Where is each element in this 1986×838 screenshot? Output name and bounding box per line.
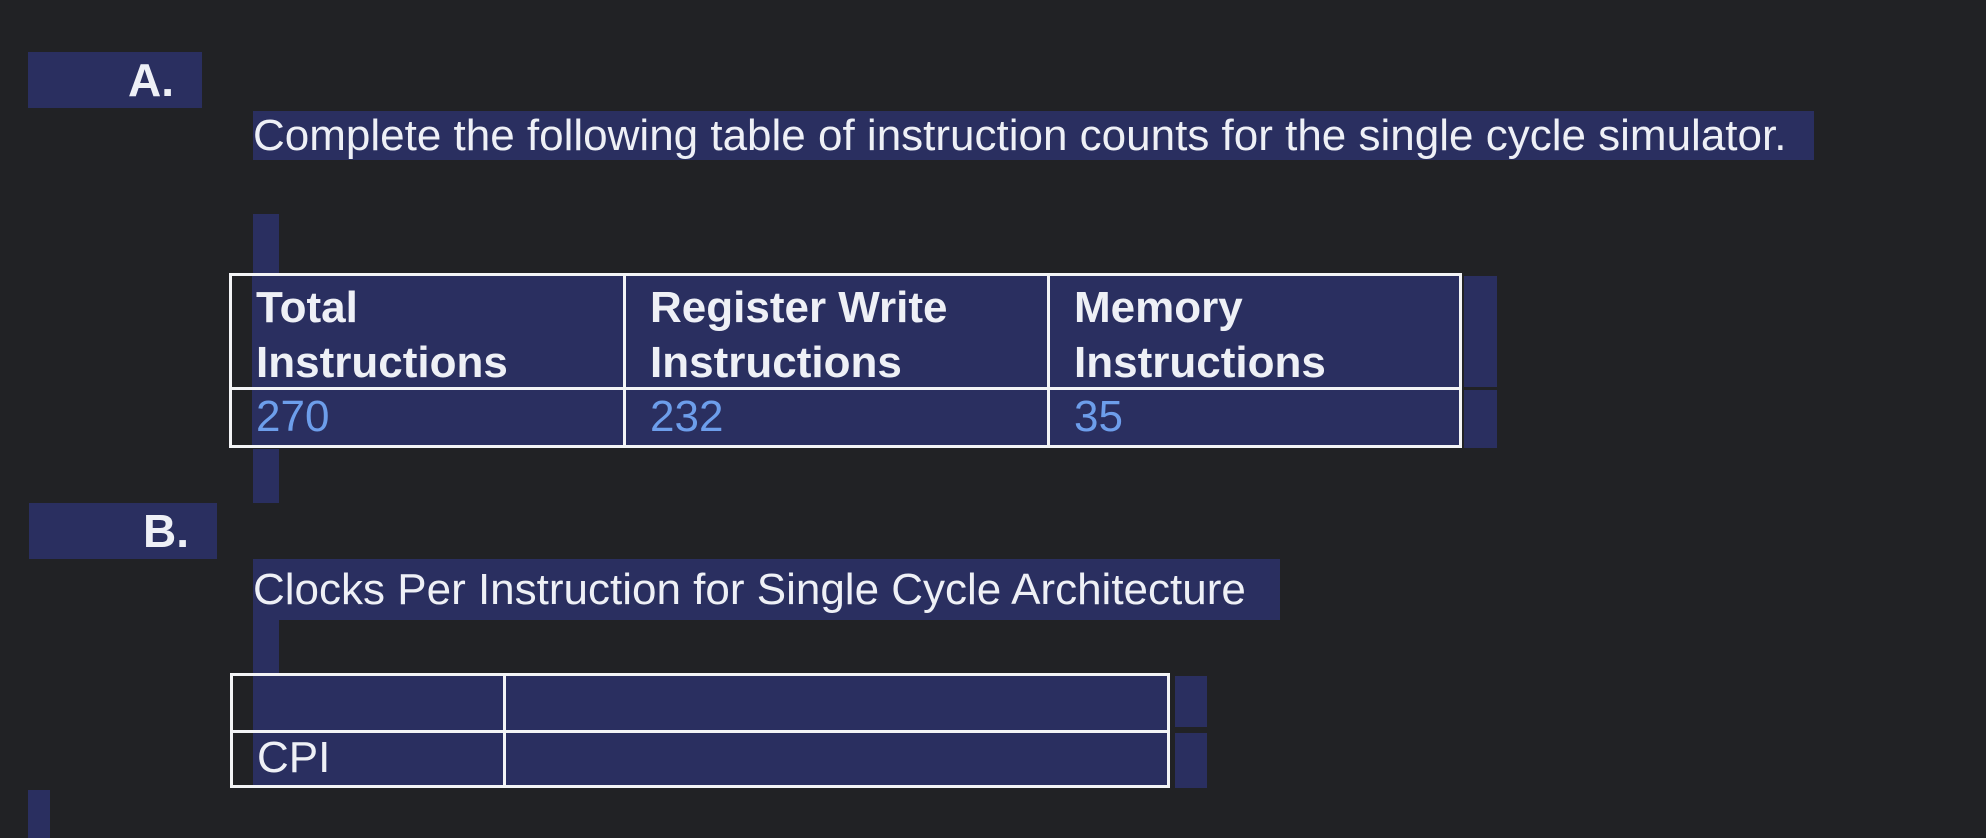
cell-highlight — [253, 733, 503, 785]
selection-strip — [253, 617, 279, 673]
instruction-counts-table: Total Instructions Register Write Instru… — [229, 273, 1462, 448]
value-cell-cpi[interactable] — [506, 733, 1167, 785]
row-end-selection-mark — [1175, 676, 1207, 727]
question-b-marker-label: B. — [143, 505, 189, 557]
question-a-marker[interactable]: A. — [28, 52, 202, 108]
cell-highlight — [626, 390, 1047, 445]
question-b-prompt-text: Clocks Per Instruction for Single Cycle … — [253, 559, 1280, 620]
cell-highlight — [252, 390, 623, 445]
cell-highlight — [506, 676, 1167, 730]
cell-highlight — [506, 733, 1167, 785]
cell-highlight — [253, 676, 503, 730]
cell-highlight — [1050, 276, 1459, 387]
table-border — [1047, 276, 1050, 445]
header-text: Register Write Instructions — [650, 283, 948, 387]
selection-strip — [253, 449, 279, 503]
cell-text — [233, 676, 503, 680]
selection-strip — [253, 214, 279, 273]
question-a-marker-label: A. — [128, 54, 174, 106]
value-text: 232 — [650, 392, 724, 441]
cell-text — [506, 733, 1167, 734]
empty-cell[interactable] — [506, 676, 1167, 730]
cpi-table: CPI — [230, 673, 1170, 788]
header-cell-memory-instructions[interactable]: Memory Instructions — [1050, 276, 1459, 387]
question-a-prompt[interactable]: Complete the following table of instruct… — [253, 108, 1843, 163]
table-border — [232, 387, 1459, 390]
value-text: 270 — [256, 392, 330, 441]
cell-text — [506, 676, 1167, 680]
header-cell-register-write-instructions[interactable]: Register Write Instructions — [626, 276, 1047, 387]
empty-cell[interactable] — [233, 676, 503, 730]
selection-strip — [28, 790, 50, 838]
table-border — [623, 276, 626, 445]
value-text: 35 — [1074, 392, 1123, 441]
cell-text: CPI — [257, 733, 331, 782]
value-cell-total-instructions[interactable]: 270 — [232, 390, 623, 445]
header-text: Total Instructions — [256, 283, 508, 387]
value-cell-memory-instructions[interactable]: 35 — [1050, 390, 1459, 445]
table-border — [233, 730, 1167, 733]
question-b-marker[interactable]: B. — [29, 503, 217, 559]
row-end-selection-mark — [1175, 733, 1207, 788]
cell-highlight — [252, 276, 623, 387]
value-cell-register-write-instructions[interactable]: 232 — [626, 390, 1047, 445]
header-cell-total-instructions[interactable]: Total Instructions — [232, 276, 623, 387]
row-end-selection-mark — [1464, 276, 1497, 387]
question-a-prompt-text: Complete the following table of instruct… — [253, 111, 1815, 160]
cell-highlight — [626, 276, 1047, 387]
cell-highlight — [1050, 390, 1459, 445]
header-text: Memory Instructions — [1074, 283, 1326, 387]
row-end-selection-mark — [1464, 390, 1497, 448]
label-cell-cpi[interactable]: CPI — [233, 733, 503, 785]
question-b-prompt[interactable]: Clocks Per Instruction for Single Cycle … — [253, 559, 1280, 620]
